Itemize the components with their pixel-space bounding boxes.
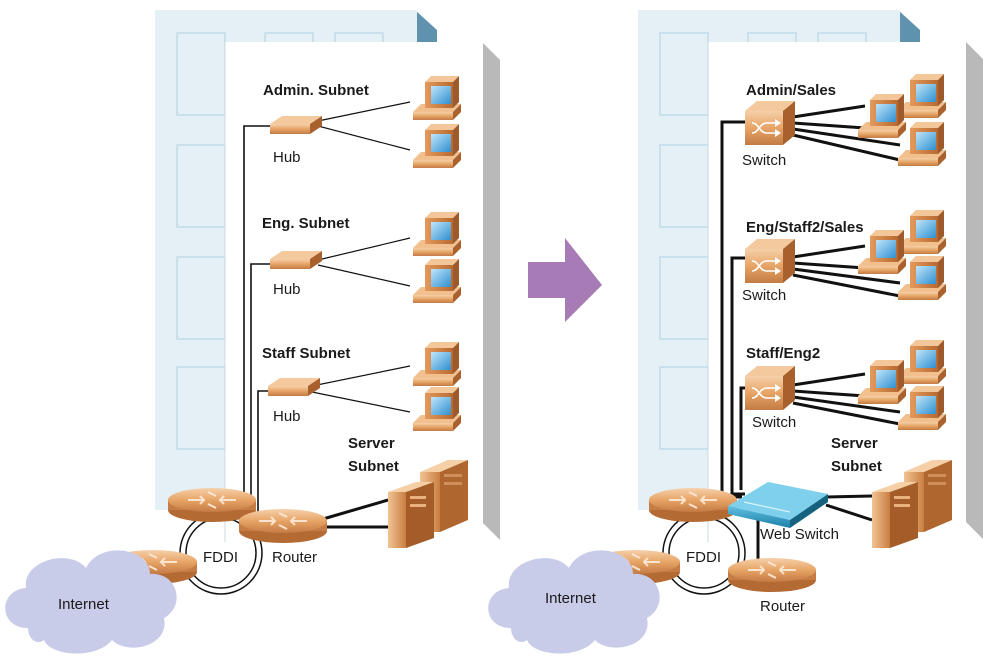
left-staff-subnet-label: Staff Subnet [262,345,350,362]
right-eng-staff-sales-label: Eng/Staff2/Sales [746,219,864,236]
left-admin-subnet-label: Admin. Subnet [263,82,369,99]
right-server-label-line2: Subnet [831,458,882,475]
left-eng-subnet-label: Eng. Subnet [262,215,350,232]
right-admin-switch-icon [744,100,796,146]
right-staff-switch-label: Switch [752,414,796,431]
right-server-label-line1: Server [831,435,878,452]
left-server-label-line2: Subnet [348,458,399,475]
right-admin-sales-label: Admin/Sales [746,82,836,99]
left-fddi-label: FDDI [203,549,238,566]
right-fddi-router-top-icon [648,487,738,523]
right-staff-eng2-label: Staff/Eng2 [746,345,820,362]
right-eng-switch-label: Switch [742,287,786,304]
left-internet-cloud [5,550,177,654]
left-internet-label: Internet [58,596,110,613]
right-router-label: Router [760,598,805,615]
right-internet-cloud [488,550,660,654]
web-switch-icon [728,482,828,528]
left-admin-hub-label: Hub [273,149,301,166]
left-router-label: Router [272,549,317,566]
left-eng-hub-label: Hub [273,281,301,298]
transition-arrow [528,238,602,322]
left-staff-hub-label: Hub [273,408,301,425]
right-internet-label: Internet [545,590,597,607]
left-router-icon [238,508,328,544]
left-server-label-line1: Server [348,435,395,452]
right-router-icon [727,557,817,593]
right-staff-switch-icon [744,365,796,411]
right-eng-switch-icon [744,238,796,284]
right-admin-switch-label: Switch [742,152,786,169]
right-fddi-label: FDDI [686,549,721,566]
web-switch-label: Web Switch [760,526,839,543]
